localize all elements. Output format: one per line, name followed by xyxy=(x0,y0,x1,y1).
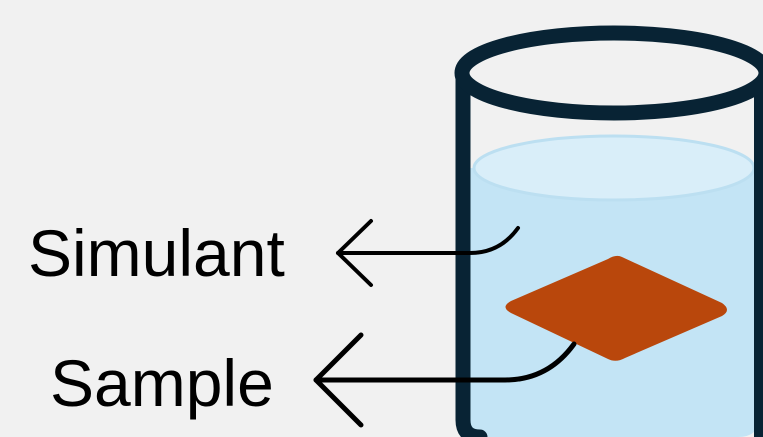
sample-arrowhead xyxy=(313,332,364,428)
sample-arrow xyxy=(313,332,577,428)
simulant-arrow xyxy=(336,219,520,287)
simulant-arrow-shaft xyxy=(336,226,520,255)
sample-label: Sample xyxy=(50,346,274,420)
sample-arrow-shaft xyxy=(313,341,577,383)
simulant-arrowhead xyxy=(336,219,373,287)
simulant-label: Simulant xyxy=(28,216,285,290)
liquid-surface xyxy=(472,134,756,202)
sample-diamond xyxy=(505,255,727,361)
beaker-rim xyxy=(454,25,763,121)
